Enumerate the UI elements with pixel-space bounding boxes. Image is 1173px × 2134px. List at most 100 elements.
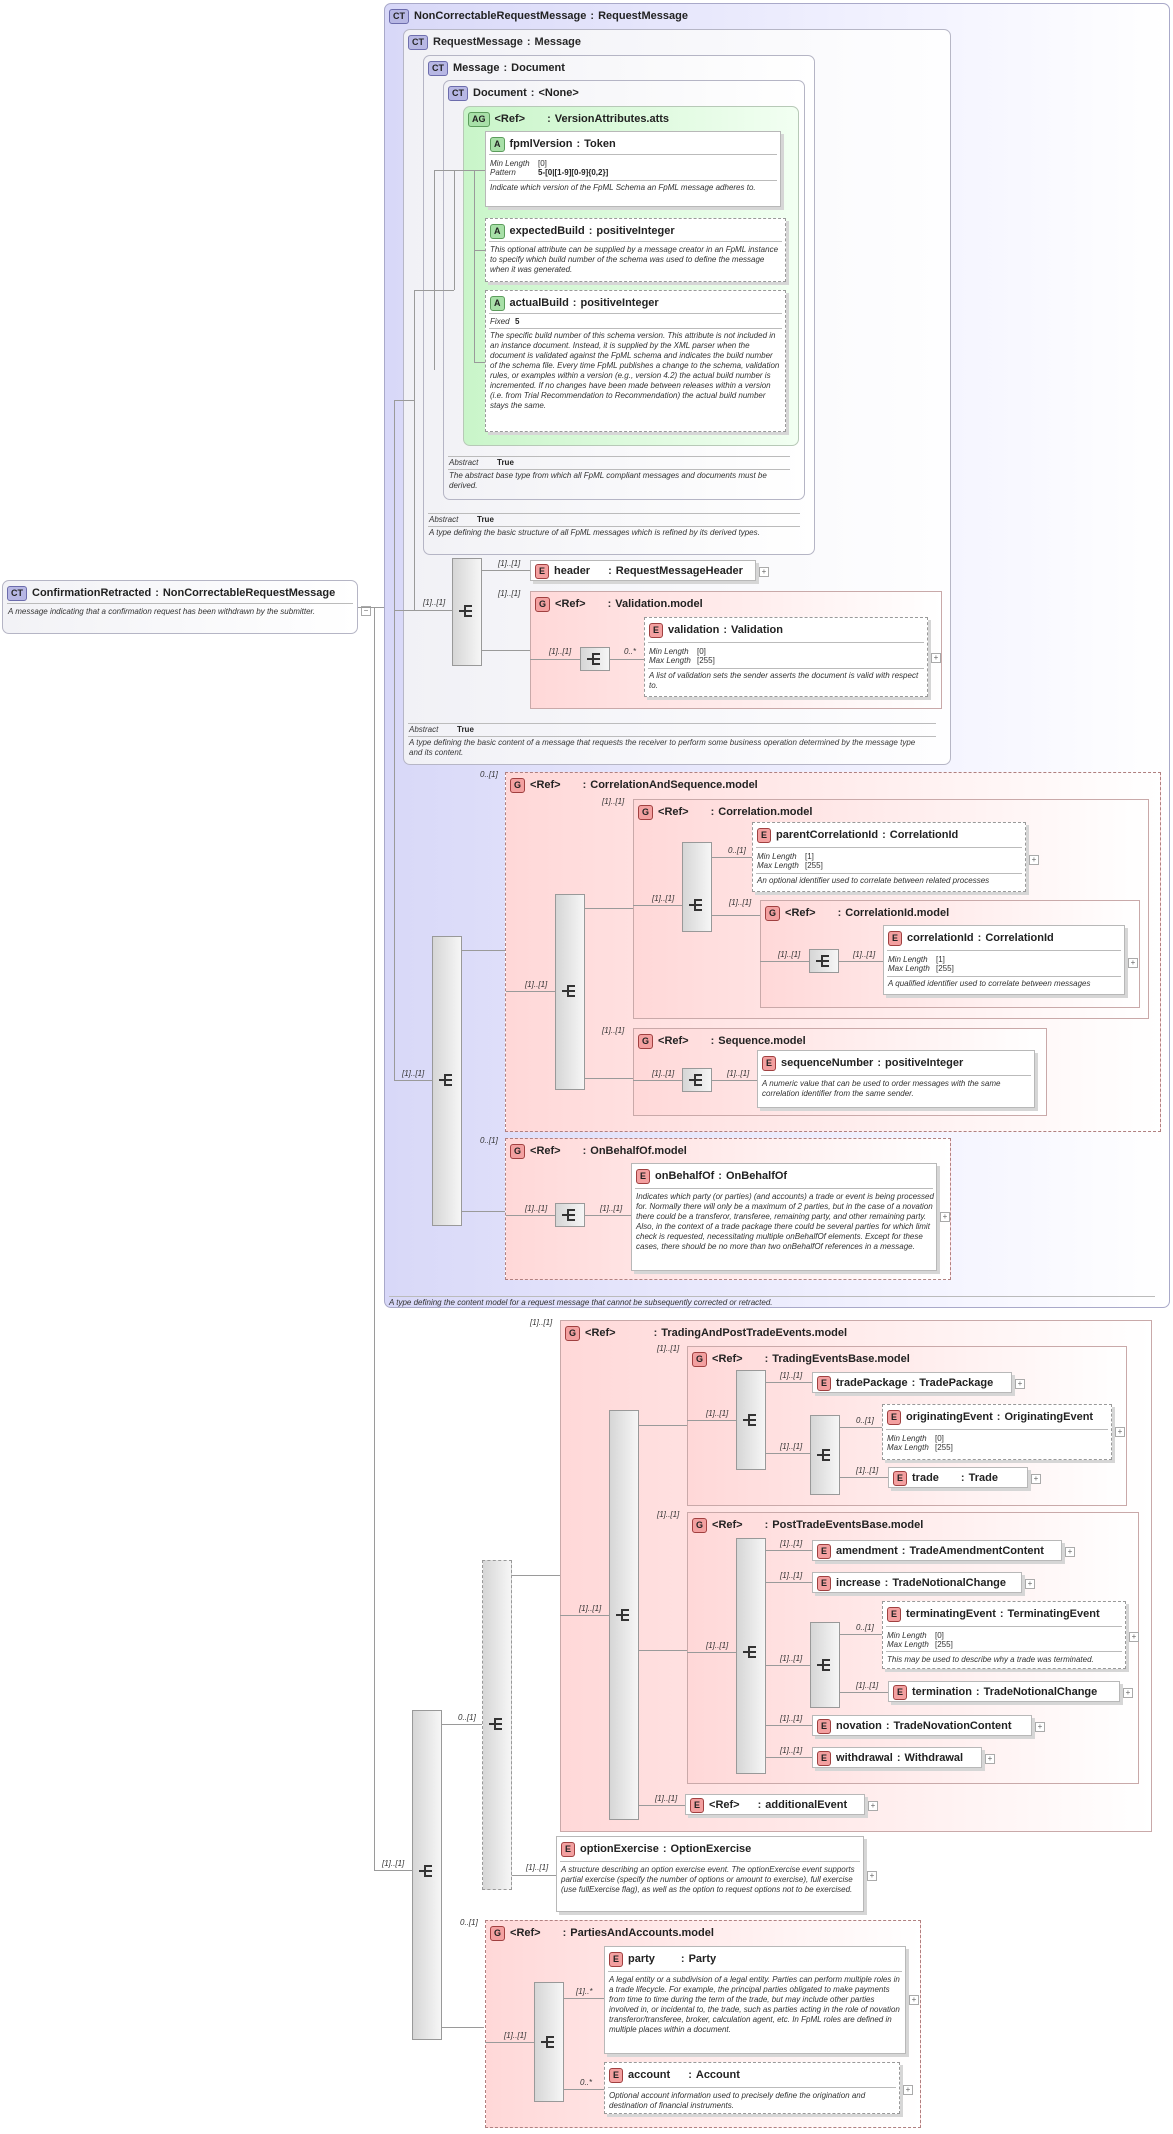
sequence-icon — [689, 898, 705, 912]
expand-toggle[interactable]: + — [759, 567, 769, 577]
expand-toggle[interactable]: + — [903, 2085, 913, 2095]
corr-seq-sequence[interactable] — [555, 894, 585, 1090]
e-badge: E — [887, 1409, 902, 1425]
e-badge: E — [757, 827, 772, 843]
root-name: ConfirmationRetracted — [32, 587, 152, 599]
expand-toggle[interactable]: + — [909, 1995, 919, 2005]
sequence-icon — [743, 1413, 759, 1427]
ct-badge: CT — [389, 8, 409, 24]
e-badge: E — [817, 1718, 832, 1734]
e-badge: E — [893, 1684, 908, 1700]
expand-toggle[interactable]: + — [1128, 958, 1138, 968]
a-badge: A — [490, 223, 505, 239]
expand-toggle[interactable]: + — [867, 1871, 877, 1881]
expand-toggle[interactable]: + — [1123, 1688, 1133, 1698]
sequence-icon — [817, 1658, 833, 1672]
expand-toggle[interactable]: + — [868, 1801, 878, 1811]
ncrm-description: A type defining the content model for a … — [389, 1298, 773, 1307]
e-badge: E — [609, 2067, 624, 2083]
e-badge: E — [636, 1168, 651, 1184]
message-description: A type defining the basic structure of a… — [429, 528, 760, 537]
expand-toggle[interactable]: + — [1015, 1379, 1025, 1389]
sequence-icon — [439, 1073, 455, 1087]
ncrm-type: RequestMessage — [598, 10, 688, 22]
requestmessage-sequence[interactable] — [452, 558, 482, 666]
expand-toggle[interactable]: + — [1029, 855, 1039, 865]
e-badge: E — [888, 930, 903, 946]
sequence-icon — [817, 1448, 833, 1462]
g-badge: G — [510, 1143, 526, 1159]
a-badge: A — [490, 295, 505, 311]
expand-toggle[interactable]: + — [1031, 1474, 1041, 1484]
e-badge: E — [893, 1470, 908, 1486]
ag-badge: AG — [468, 111, 490, 127]
e-badge: E — [887, 1606, 902, 1622]
ncrm-sequence[interactable] — [432, 936, 462, 1226]
ct-badge: CT — [7, 585, 27, 601]
root-type: NonCorrectableRequestMessage — [162, 587, 336, 599]
root-description: A message indicating that a confirmation… — [8, 607, 316, 616]
expand-toggle[interactable]: + — [1129, 1632, 1139, 1642]
expand-toggle[interactable]: + — [1035, 1722, 1045, 1732]
expand-toggle[interactable]: + — [1065, 1547, 1075, 1557]
sequence-icon — [816, 954, 832, 968]
expand-toggle[interactable]: + — [985, 1754, 995, 1764]
sequence-icon — [587, 652, 603, 666]
sequence-icon — [616, 1608, 632, 1622]
choice-icon — [489, 1717, 505, 1731]
trade-choice[interactable] — [482, 1560, 512, 1890]
expand-toggle[interactable]: + — [1115, 1427, 1125, 1437]
ncrm-name: NonCorrectableRequestMessage — [414, 10, 587, 22]
e-badge: E — [817, 1750, 832, 1766]
sequence-icon — [541, 2035, 557, 2049]
e-badge: E — [609, 1951, 624, 1967]
expand-toggle[interactable]: + — [1025, 1579, 1035, 1589]
e-badge: E — [535, 563, 550, 579]
e-badge: E — [817, 1375, 832, 1391]
g-badge: G — [510, 777, 526, 793]
document-description: The abstract base type from which all Fp… — [449, 471, 767, 490]
sequence-icon — [562, 1208, 578, 1222]
g-badge: G — [535, 596, 551, 612]
a-badge: A — [490, 136, 505, 152]
g-badge: G — [638, 804, 654, 820]
sequence-icon — [689, 1073, 705, 1087]
collapse-toggle[interactable]: − — [361, 606, 371, 616]
expand-toggle[interactable]: + — [931, 653, 941, 663]
g-badge: G — [638, 1033, 654, 1049]
e-badge: E — [817, 1543, 832, 1559]
expand-toggle[interactable]: + — [940, 1212, 950, 1222]
g-badge: G — [692, 1517, 708, 1533]
g-badge: G — [765, 905, 781, 921]
additionalevent-element[interactable]: E<Ref>:additionalEvent + — [685, 1794, 878, 1815]
ct-badge: CT — [428, 60, 448, 76]
sequence-icon — [419, 1864, 435, 1878]
e-badge: E — [649, 622, 664, 638]
sequence-icon — [562, 984, 578, 998]
requestmessage-name: RequestMessage — [433, 36, 523, 48]
requestmessage-description: A type defining the basic content of a m… — [409, 738, 916, 757]
correlation-sequence[interactable] — [682, 842, 712, 932]
